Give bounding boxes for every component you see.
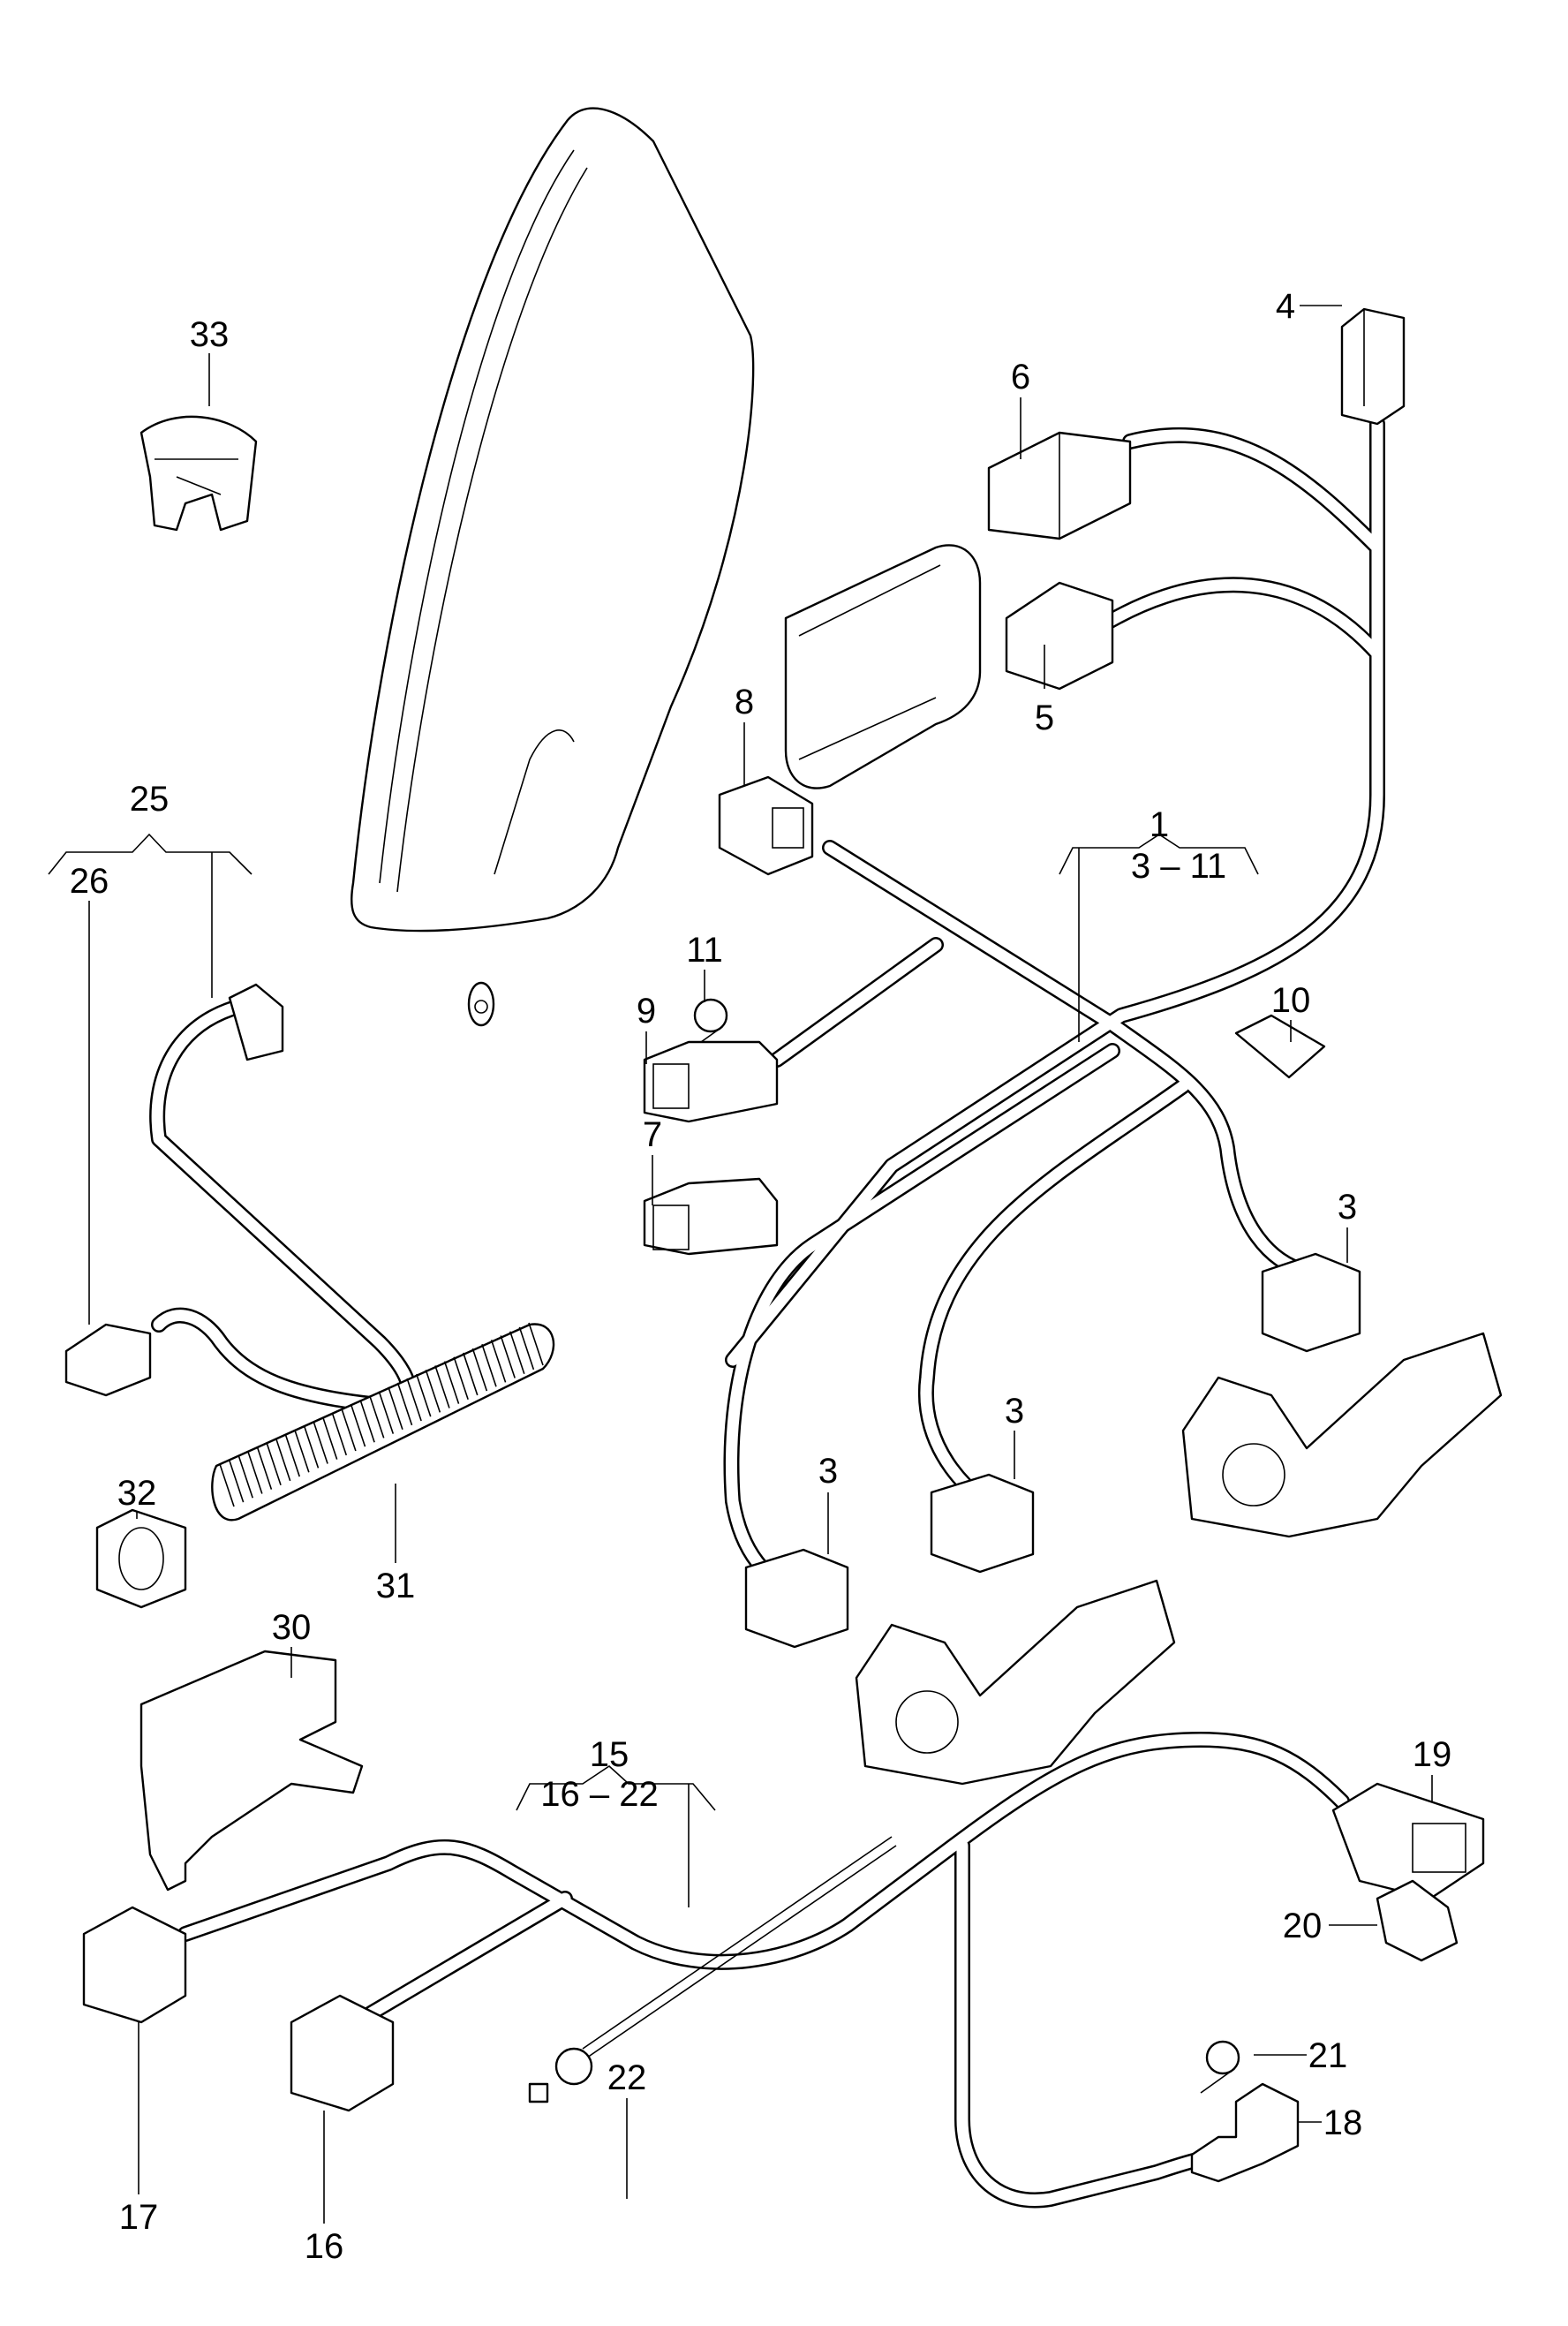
callout-3-a: 3	[1338, 1188, 1357, 1227]
callout-4: 4	[1276, 287, 1295, 326]
callout-22: 22	[607, 2058, 647, 2097]
part-22-cable-tie	[528, 1836, 897, 2103]
callout-3-b: 3	[1005, 1392, 1024, 1431]
callout-33: 33	[190, 315, 230, 354]
callout-9: 9	[637, 992, 656, 1031]
seat-motor-upper	[1181, 1332, 1503, 1538]
part-21-clip	[1200, 2040, 1240, 2094]
callout-11: 11	[686, 931, 723, 970]
callout-18: 18	[1323, 2103, 1363, 2142]
callout-21: 21	[1308, 2036, 1348, 2075]
harness-1-wires	[723, 416, 1385, 1597]
callout-3-c: 3	[818, 1452, 838, 1491]
callout-1-range: 3 – 11	[1131, 847, 1226, 886]
seat-side-panel	[351, 107, 755, 1027]
callout-32: 32	[117, 1474, 157, 1513]
leader-lines	[48, 305, 1433, 2224]
callout-26: 26	[70, 862, 109, 901]
part-3-connector-b	[930, 1473, 1035, 1574]
callout-8: 8	[735, 683, 754, 721]
callout-31: 31	[376, 1567, 416, 1605]
callout-5: 5	[1035, 699, 1054, 737]
part-10-clip	[1234, 1014, 1326, 1079]
part-26-wire	[64, 983, 417, 1414]
callout-25: 25	[130, 780, 170, 819]
part-16-connector	[290, 1994, 395, 2112]
part-9-connector	[643, 1040, 779, 1123]
callout-15-range: 16 – 22	[540, 1775, 658, 1814]
callout-16: 16	[305, 2227, 344, 2266]
part-32-grommet	[95, 1508, 187, 1609]
part-7-connector	[643, 1177, 779, 1256]
seat-motor-lower	[855, 1579, 1176, 1786]
callout-10: 10	[1271, 981, 1311, 1020]
part-8-connector	[718, 775, 814, 876]
part-4-connector	[1340, 307, 1406, 426]
callout-30: 30	[272, 1608, 312, 1647]
part-19-connector	[1331, 1782, 1485, 1900]
part-18-connector	[1190, 2082, 1300, 2183]
callout-7: 7	[643, 1115, 662, 1154]
part-30-bracket	[139, 1650, 364, 1892]
control-module	[784, 544, 982, 789]
part-3-connector-c	[744, 1548, 849, 1649]
callout-17: 17	[119, 2198, 159, 2237]
part-5-connector	[1005, 581, 1114, 691]
callout-19: 19	[1413, 1735, 1452, 1774]
callout-20: 20	[1283, 1907, 1323, 1945]
callout-1: 1	[1150, 805, 1169, 844]
part-3-connector-a	[1261, 1252, 1361, 1353]
part-20-clip	[1376, 1879, 1459, 1962]
harness-15-wires	[177, 1732, 1350, 2209]
part-31-corrugated-tube	[211, 1322, 555, 1522]
callout-labels: 33 4 6 5 8 1 3 – 11 25 26 11 10 9 7 3 3 …	[70, 287, 1452, 2266]
callout-6: 6	[1011, 358, 1030, 396]
part-6-connector	[987, 431, 1132, 540]
part-33-clip	[139, 415, 258, 532]
callout-15: 15	[590, 1735, 629, 1774]
part-17-connector	[82, 1906, 187, 2024]
